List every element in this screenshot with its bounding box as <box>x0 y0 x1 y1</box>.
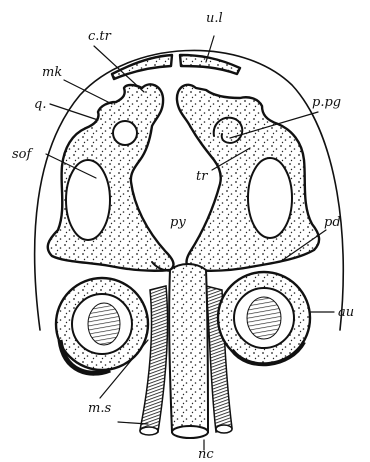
label-nc: nc <box>198 447 214 462</box>
left-suborbital-fenestra <box>66 160 110 240</box>
label-ppg: p.pg <box>312 95 341 110</box>
label-pd: pd <box>324 215 341 230</box>
upper-labial-right <box>180 55 240 74</box>
leader-mk <box>64 80 112 104</box>
label-au: au <box>338 305 354 320</box>
leader-q <box>50 104 98 120</box>
notochord-end <box>172 426 208 438</box>
muscle-end-right <box>216 425 232 433</box>
left-quadrate-knob <box>113 121 137 145</box>
label-sof: sof <box>12 147 33 162</box>
right-auditory-capsule <box>218 272 310 364</box>
left-auditory-capsule <box>56 278 148 373</box>
label-ul: u.l <box>206 11 223 26</box>
label-ms: m.s <box>88 401 111 416</box>
notochord <box>169 264 208 432</box>
label-tr: tr <box>196 169 208 184</box>
label-py: py <box>170 215 186 230</box>
label-ctr: c.tr <box>88 29 112 44</box>
label-mk: mk <box>42 65 62 80</box>
muscle-end-left <box>140 427 158 435</box>
right-suborbital-fenestra <box>248 158 292 238</box>
label-q: q. <box>34 97 46 112</box>
